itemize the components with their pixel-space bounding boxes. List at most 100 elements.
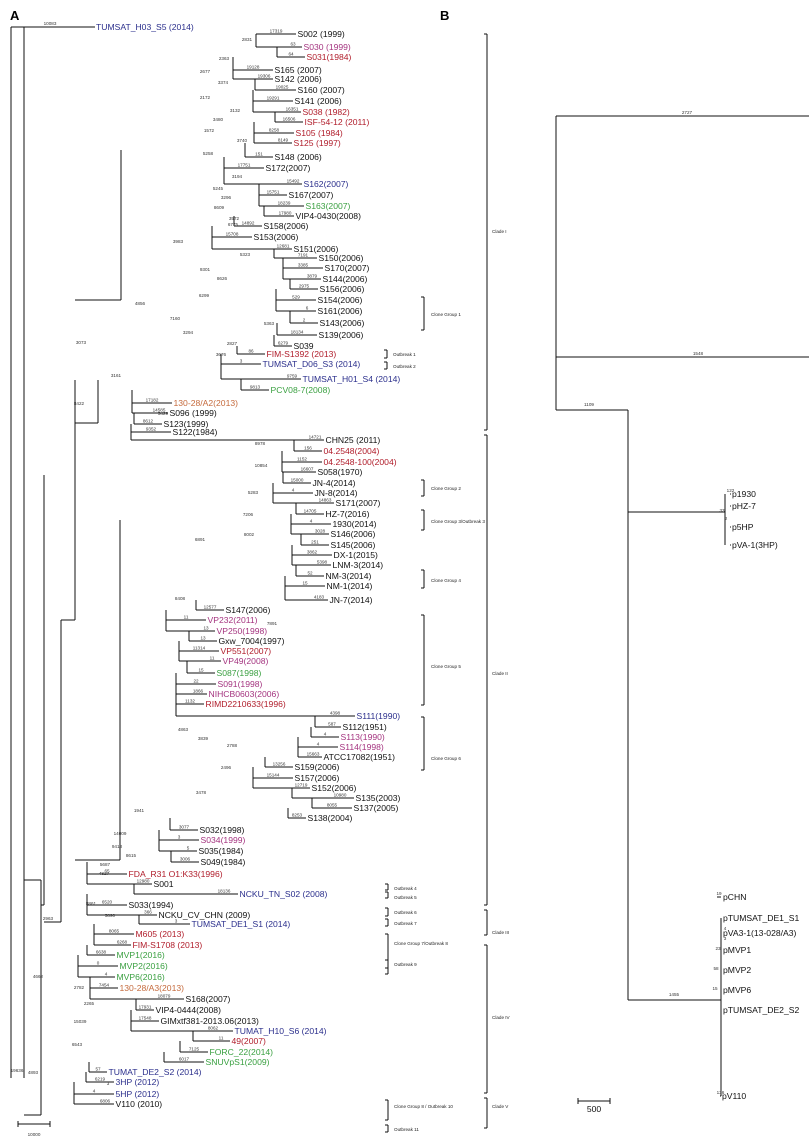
plasmid-branch-length: 2727 <box>682 110 693 115</box>
plasmid-branch-length: 1548 <box>693 351 704 356</box>
plasmid-node-value: 23 <box>715 946 721 951</box>
node-value: 2172 <box>200 95 211 100</box>
node-value: 8002 <box>244 532 255 537</box>
node-value: 3839 <box>198 736 209 741</box>
leaf-label: S165 (2007) <box>275 65 322 75</box>
panel-label-b: B <box>440 8 449 23</box>
node-value: 4863 <box>178 727 189 732</box>
scale-bar-label-a: 10000 <box>28 1132 41 1137</box>
branch-length: 15000 <box>291 477 304 482</box>
leaf-label: S034(1999) <box>201 835 246 845</box>
group-label: Clone Group 1 <box>431 312 461 317</box>
leaf-label: ISF-54-12 (2011) <box>305 117 370 127</box>
group-label: Clone Group 6 <box>431 756 461 761</box>
leaf-label: S111(1990) <box>357 711 401 721</box>
leaf-label: VP49(2008) <box>223 656 269 666</box>
branch-length: 8055 <box>327 802 338 807</box>
node-value: 2782 <box>74 985 85 990</box>
leaf-label: S030 (1999) <box>304 42 351 52</box>
branch-length: 151 <box>255 151 263 156</box>
leaf-label: S171(2007) <box>336 498 381 508</box>
branch-length: 19025 <box>276 84 289 89</box>
leaf-label: RIMD2210633(1996) <box>206 699 286 709</box>
branch-length: 18079 <box>158 993 171 998</box>
branch-length: 57 <box>95 1066 101 1071</box>
leaf-label: S142 (2006) <box>275 74 322 84</box>
branch-length: 16351 <box>286 106 299 111</box>
plasmid-label: p1930 <box>732 489 756 499</box>
plasmid-branch-length: 136 <box>717 1090 725 1095</box>
branch-length: 3 <box>178 834 181 839</box>
branch-length: 3 <box>175 918 178 923</box>
leaf-label: S141 (2006) <box>295 96 342 106</box>
leaf-label: S154(2006) <box>318 295 363 305</box>
group-label: Outbreak 7 <box>394 921 417 926</box>
branch-length: 5 <box>187 845 190 850</box>
branch-length: 2975 <box>299 283 310 288</box>
branch-length: 15 <box>198 667 204 672</box>
leaf-label: S170(2007) <box>325 263 370 273</box>
branch-length-top: 10083 <box>44 21 57 26</box>
branch-length: 10980 <box>334 792 347 797</box>
node-value: 7891 <box>267 621 278 626</box>
leaf-label: VP250(1998) <box>217 626 268 636</box>
branch-length: 8062 <box>208 1025 219 1030</box>
node-value: 2265 <box>84 1001 95 1006</box>
leaf-label: VIP4-0444(2008) <box>156 1005 222 1015</box>
leaf-label: S138(2004) <box>308 813 353 823</box>
group-label: Outbreak 1 <box>393 352 416 357</box>
node-value: 5687 <box>100 862 111 867</box>
plasmid-node-value: 58 <box>713 966 719 971</box>
leaf-label: S002 (1999) <box>298 29 345 39</box>
leaf-label: S146(2006) <box>331 529 376 539</box>
leaf-label: S163(2007) <box>306 201 351 211</box>
node-value: 3983 <box>173 239 184 244</box>
leaf-label: MVP1(2016) <box>117 950 165 960</box>
leaf-label: FIM-S1392 (2013) <box>267 349 337 359</box>
branch-length: 15663 <box>307 751 320 756</box>
branch-length: 3862 <box>307 549 318 554</box>
group-label: Clade II <box>492 671 508 676</box>
plasmid-node-value: 1109 <box>584 402 594 407</box>
branch-length: 15 <box>302 580 308 585</box>
leaf-label: S112(1951) <box>343 722 387 732</box>
branch-length: 13 <box>200 635 206 640</box>
plasmid-branch-length: 122 <box>727 488 735 493</box>
branch-length: 1132 <box>185 698 195 703</box>
group-label: Outbreak 9 <box>394 962 417 967</box>
branch-length: 17751 <box>238 162 251 167</box>
node-value: 6775 <box>228 222 239 227</box>
branch-length: 15492 <box>287 178 300 183</box>
branch-length: 8149 <box>278 137 289 142</box>
branch-length: 86 <box>248 348 254 353</box>
leaf-label: S151(2006) <box>294 244 339 254</box>
group-label: Clade V <box>492 1104 509 1109</box>
plasmid-label: pV110 <box>722 1091 746 1101</box>
plasmid-label: p5HP <box>732 522 754 532</box>
leaf-label: JN-7(2014) <box>330 595 373 605</box>
branch-length: 3879 <box>307 273 318 278</box>
leaf-label: LNM-3(2014) <box>333 560 384 570</box>
branch-length: 22 <box>193 678 199 683</box>
node-value: 6891 <box>195 537 206 542</box>
branch-length: 6 <box>306 305 309 310</box>
leaf-label: S161(2006) <box>318 306 363 316</box>
leaf-label: NCKU_CV_CHN (2009) <box>159 910 251 920</box>
branch-length: 3077 <box>179 824 190 829</box>
plasmid-label: pTUMSAT_DE2_S2 <box>723 1005 799 1015</box>
leaf-label: S033(1994) <box>129 900 174 910</box>
node-value: 4893 <box>28 1070 39 1075</box>
node-value: 9413 <box>112 844 123 849</box>
leaf-label: NM-3(2014) <box>326 571 372 581</box>
branch-length: 6638 <box>96 949 107 954</box>
leaf-label: S135(2003) <box>356 793 401 803</box>
leaf-label: FIM-S1708 (2013) <box>133 940 203 950</box>
leaf-label: S039 <box>294 341 314 351</box>
plasmid-label: pHZ-7 <box>732 501 756 511</box>
leaf-label: 04.2548(2004) <box>324 446 380 456</box>
branch-length: 6268 <box>117 939 128 944</box>
node-value: 3132 <box>230 108 241 113</box>
leaf-label: 130-28/A2(2013) <box>174 398 239 408</box>
group-label: Outbreak 11 <box>394 1127 419 1132</box>
leaf-label: S145(2006) <box>331 540 376 550</box>
